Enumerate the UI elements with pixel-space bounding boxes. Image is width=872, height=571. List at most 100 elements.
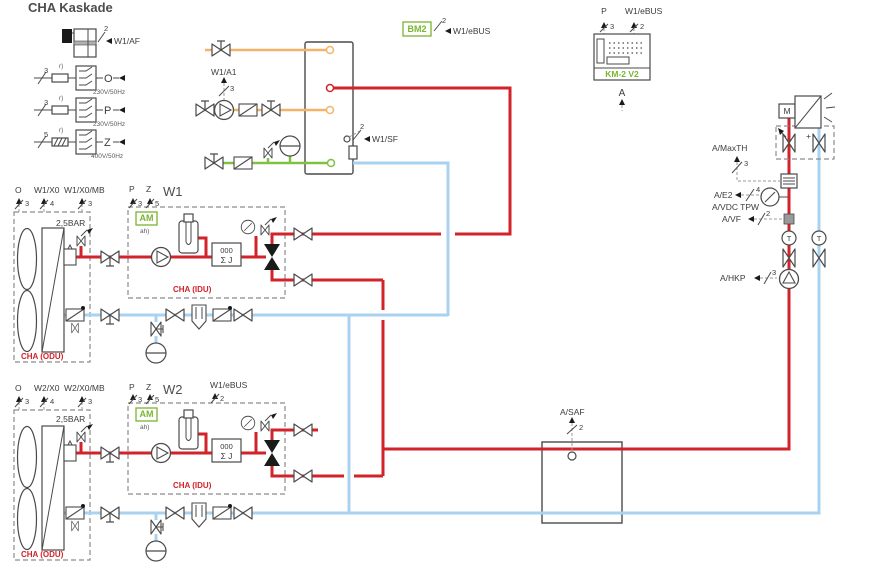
unit-title: W1: [163, 184, 183, 199]
w1sf-label: W1/SF: [372, 134, 398, 144]
wire-count: 3: [25, 397, 29, 406]
vdc-label: A/VDC TPW: [712, 202, 759, 212]
fuse-icon: [51, 105, 69, 115]
expansion-vessel: [145, 540, 167, 562]
dirt-separator: [191, 502, 207, 528]
w1-odu: 2,5BAR CHA (ODU) O 3 W1/X0 4 W1/X0/MB 3: [14, 185, 105, 361]
air-purger: [63, 244, 77, 266]
pipes: [64, 48, 821, 541]
svg-text:AM: AM: [140, 409, 154, 419]
footnote-mark: r): [59, 127, 63, 134]
am-note: ah): [140, 228, 149, 235]
wire-count: 3: [88, 199, 92, 208]
w2-odu-box: [13, 409, 91, 561]
outdoor-sensor-w1af: 2 W1/AF: [62, 24, 140, 58]
wire-count: 4: [50, 397, 54, 406]
km2-module: P 3 W1/eBUS 2 KM-2 V2 A: [593, 6, 663, 111]
plug-arrow-icon: [119, 107, 125, 113]
power-row-o: 3 r) O 230V/50Hz: [34, 63, 125, 96]
asaf-label: A/SAF: [560, 407, 585, 417]
pressure-gauge: [240, 219, 256, 235]
wire-count: 3: [138, 199, 142, 208]
pipe-return-main: [64, 128, 821, 515]
heat-rays-icon: [823, 92, 836, 123]
w1-pump: [150, 246, 172, 268]
expansion-vessel: [145, 342, 167, 364]
shutoff-valve: [262, 101, 280, 116]
shutoff-valve: [233, 308, 253, 322]
wire-count: 2: [579, 423, 583, 432]
hkp-label: A/HKP: [720, 273, 746, 283]
electric-heater: [178, 416, 199, 450]
shutoff-valve: [101, 309, 119, 324]
wire-count: 2: [640, 22, 644, 31]
pipe-heater-stub-w1: [198, 236, 208, 256]
check-valve: [238, 103, 258, 117]
wire-count: 4: [756, 185, 760, 194]
mini-valve: [71, 520, 79, 532]
svg-text:000: 000: [220, 442, 233, 451]
port-label: O: [15, 383, 22, 393]
footnote-mark: r): [59, 95, 63, 102]
svg-text:BM2: BM2: [407, 24, 426, 34]
shutoff-valve: [196, 101, 214, 116]
shutoff-valve: [293, 469, 313, 483]
sensor-device-icon: [62, 29, 72, 43]
supply-label: Z: [104, 137, 111, 149]
circulation-pump: [213, 99, 235, 121]
thermometer: [811, 230, 827, 246]
supply-label: P: [104, 105, 111, 117]
fan-icon: [16, 425, 38, 489]
dirt-separator: [191, 304, 207, 330]
wire-count: 2: [104, 24, 108, 33]
shutoff-valve: [205, 154, 223, 169]
plug-arrow-icon: [119, 139, 125, 145]
shutoff-valve: [212, 41, 230, 56]
shutoff-valve: [233, 506, 253, 520]
flow-sensor: [65, 503, 86, 520]
tank-port: [325, 83, 335, 93]
pipe-return-dhw-tank: [353, 161, 450, 316]
drain-valve: [150, 519, 164, 535]
vf-sensor: [783, 213, 795, 225]
ebus-label: W1/eBUS: [625, 6, 663, 16]
dial-thermometer: [760, 187, 780, 207]
w2-idu-box: [127, 402, 286, 495]
ebus-label: W1/eBUS: [210, 380, 248, 390]
air-vent-icon: [778, 128, 784, 135]
signal-arrow-icon: [445, 28, 451, 34]
wire-count: 3: [772, 268, 776, 277]
shutoff-valve: [101, 251, 119, 266]
wire-count: 5: [155, 395, 159, 404]
bm2-module: BM2 2 W1/eBUS: [402, 16, 491, 37]
signal-arrow-icon: [106, 38, 112, 44]
maxth-label: A/MaxTH: [712, 143, 747, 153]
heat-meter: [211, 438, 242, 463]
voltage-label: 230V/50Hz: [93, 121, 125, 128]
signal-arrow-icon: [364, 136, 370, 142]
air-purger: [63, 440, 77, 462]
w1-idu-box: [127, 206, 286, 299]
power-row-z: 5 r) Z 400V/50Hz: [34, 127, 125, 160]
svg-text:Σ J: Σ J: [221, 451, 233, 461]
sensor-pocket: [348, 145, 358, 160]
wire-count: 2: [442, 16, 446, 25]
drain-valve: [150, 321, 164, 337]
shutoff-valve: [293, 423, 313, 437]
asaf-sensor: [567, 451, 577, 461]
pipe-heater-stub-w2: [198, 432, 208, 452]
fuse-icon: [51, 73, 69, 83]
wire-count: 3: [44, 98, 48, 107]
e2-label: A/E2: [714, 190, 733, 200]
electric-heater: [178, 220, 199, 254]
pressure-label: 2,5BAR: [56, 414, 85, 424]
expansion-vessel: [279, 135, 301, 157]
port-label: W2/X0/MB: [64, 383, 105, 393]
flow-switch: [212, 305, 233, 322]
buffer-tank: [541, 441, 623, 524]
w2-pump: [150, 442, 172, 464]
svg-text:Σ J: Σ J: [221, 255, 233, 265]
pipe-flow-w2-heating: [270, 460, 383, 478]
